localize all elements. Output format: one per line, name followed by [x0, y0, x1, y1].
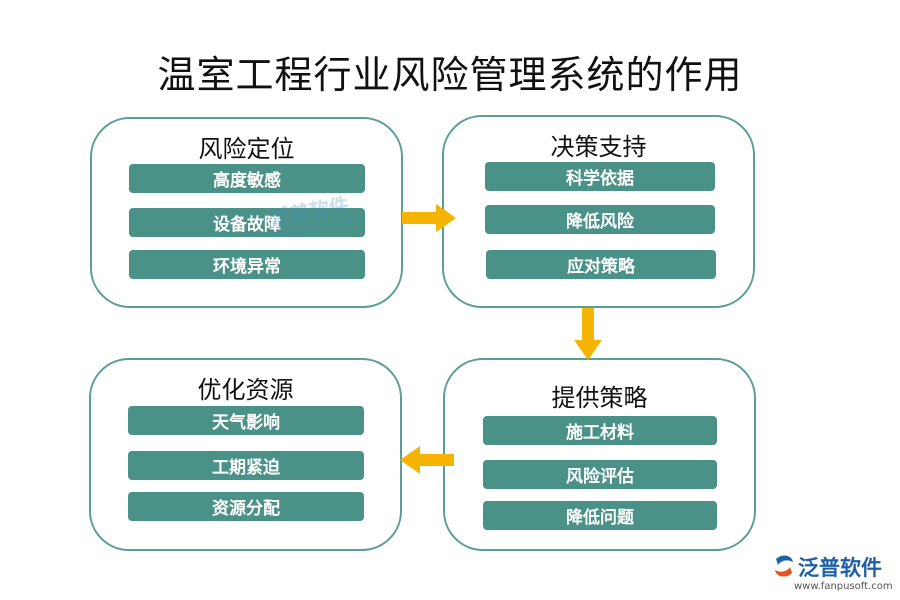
arrow-right-icon	[402, 204, 456, 232]
card-provide-strategy: 提供策略 施工材料 风险评估 降低问题	[443, 358, 756, 551]
arrow-left-icon	[400, 446, 454, 474]
arrow-shape	[400, 446, 454, 474]
item-pill: 应对策略	[486, 250, 716, 279]
arrow-down-icon	[574, 308, 602, 360]
item-pill: 科学依据	[485, 162, 715, 191]
item-pill: 高度敏感	[129, 164, 365, 193]
item-pill: 降低风险	[485, 205, 715, 234]
card-decision-support: 决策支持 科学依据 降低风险 应对策略	[442, 115, 755, 308]
logo-url: www.fanpusoft.com	[794, 581, 893, 592]
item-pill: 设备故障	[129, 208, 365, 237]
logo-name: 泛普软件	[798, 556, 882, 580]
item-pill: 资源分配	[128, 492, 364, 521]
card-risk-positioning: 风险定位 高度敏感 设备故障 环境异常	[90, 117, 403, 308]
card-title: 提供策略	[551, 384, 648, 412]
diagram-title: 温室工程行业风险管理系统的作用	[157, 53, 743, 97]
item-pill: 风险评估	[483, 460, 717, 489]
arrow-shape	[402, 204, 456, 232]
card-title: 优化资源	[197, 376, 294, 404]
item-pill: 天气影响	[128, 406, 364, 435]
arrow-shape	[574, 308, 602, 360]
item-pill: 施工材料	[483, 416, 717, 445]
item-pill: 环境异常	[129, 250, 365, 279]
item-pill: 工期紧迫	[128, 451, 364, 480]
logo-mark-icon	[775, 555, 793, 577]
brand-logo: 泛普软件 www.fanpusoft.com	[772, 552, 894, 596]
card-title: 决策支持	[550, 133, 647, 161]
card-optimize-resources: 优化资源 天气影响 工期紧迫 资源分配	[89, 358, 402, 551]
card-title: 风险定位	[198, 135, 295, 163]
item-pill: 降低问题	[483, 501, 717, 530]
